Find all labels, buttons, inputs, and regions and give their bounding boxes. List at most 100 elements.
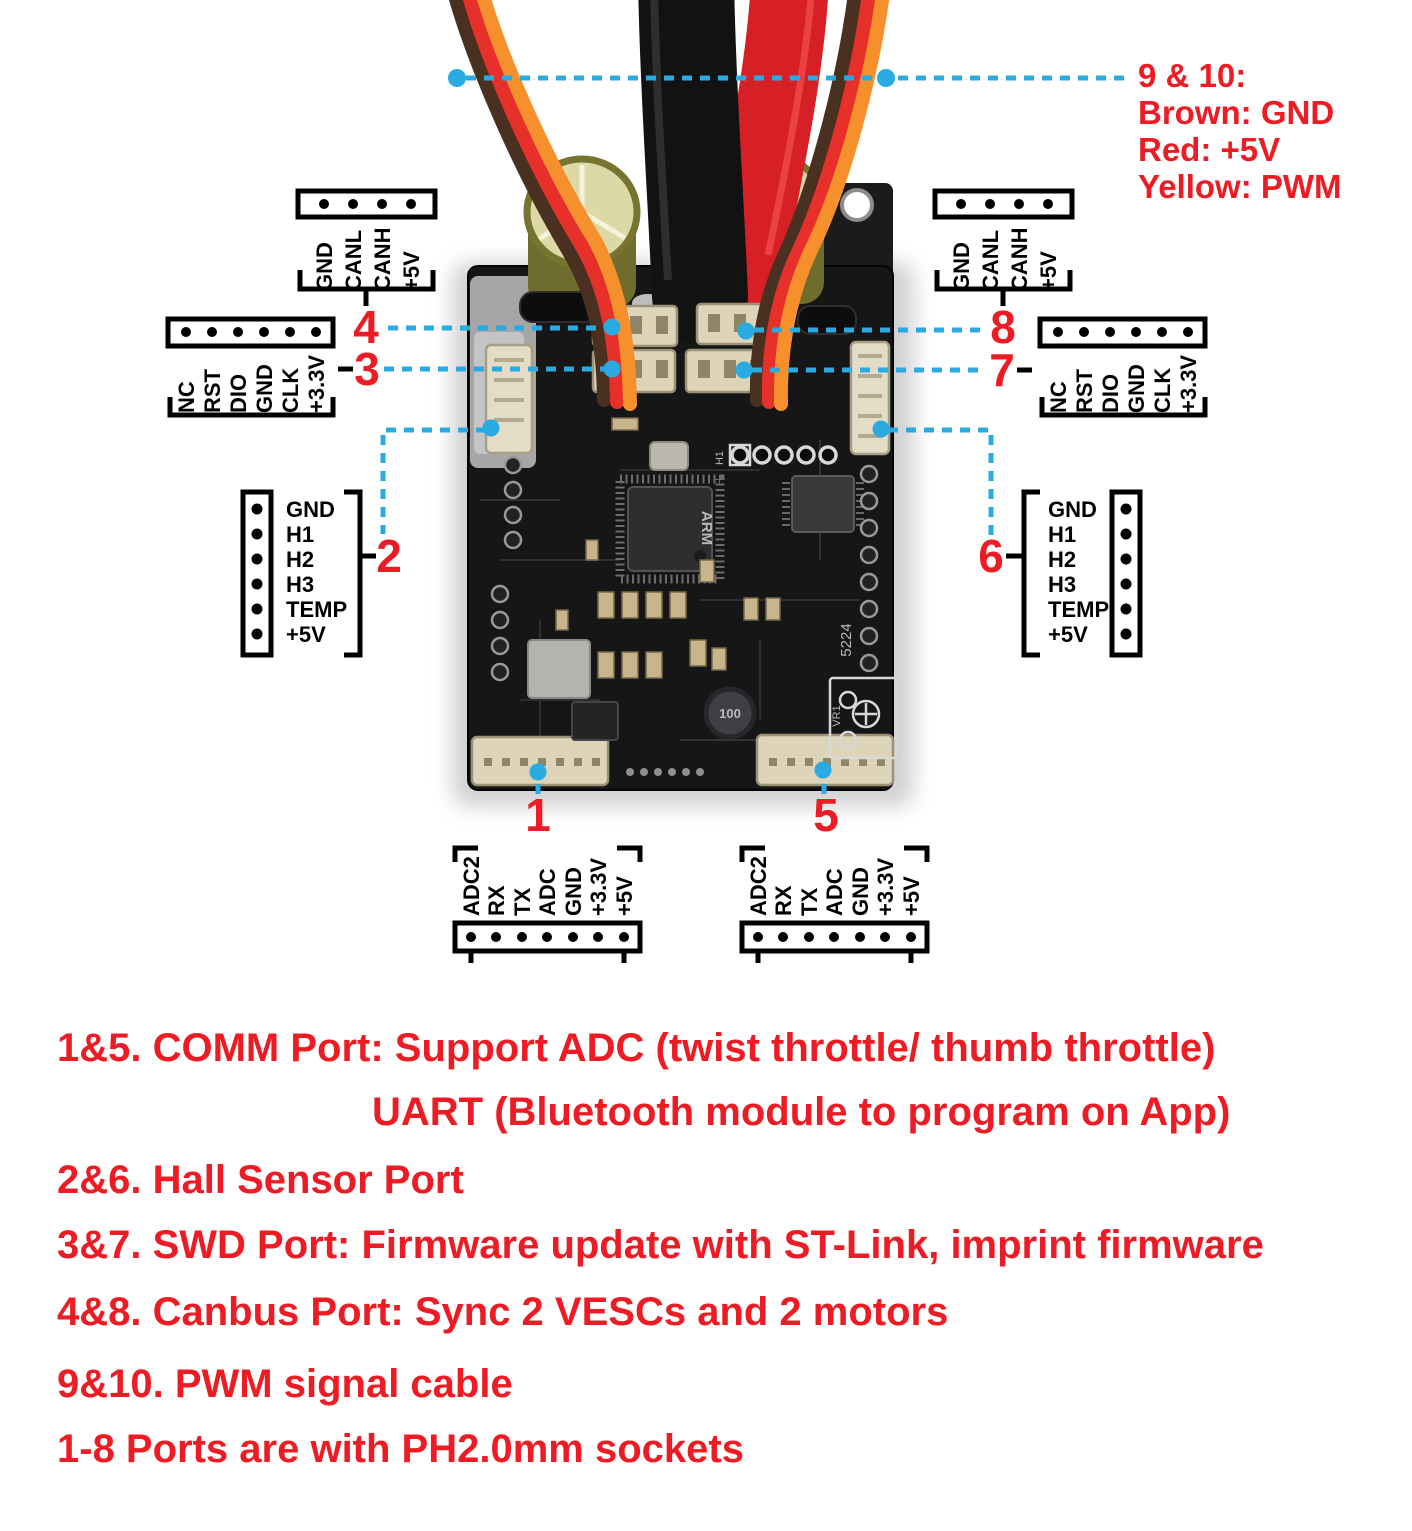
port-3-pinout: NC RST DIO GND CLK +3.3V 3 bbox=[165, 316, 380, 418]
legend-comm-port: 1&5. COMM Port: Support ADC (twist throt… bbox=[57, 1026, 1216, 1070]
pin-label: +5V bbox=[899, 876, 924, 916]
pin-label: GND bbox=[286, 497, 335, 522]
legend-canbus-port: 4&8. Canbus Port: Sync 2 VESCs and 2 mot… bbox=[57, 1290, 949, 1334]
pin-strip bbox=[295, 188, 438, 220]
pin-label: H2 bbox=[1048, 547, 1076, 572]
legend-sockets: 1-8 Ports are with PH2.0mm sockets bbox=[57, 1427, 744, 1471]
port-7-pinout: NC RST DIO GND CLK +3.3V 7 bbox=[989, 316, 1208, 418]
port-number: 6 bbox=[978, 530, 1004, 582]
red-power-cable bbox=[705, 0, 828, 311]
driver-chip bbox=[791, 475, 855, 533]
port-number: 4 bbox=[353, 301, 379, 353]
pin-label: NC bbox=[174, 381, 199, 413]
pin-label: CANL bbox=[978, 230, 1003, 291]
bracket bbox=[1006, 489, 1040, 658]
pin-label: +3.3V bbox=[873, 858, 898, 916]
pin-strip bbox=[165, 316, 336, 349]
port-number: 1 bbox=[525, 789, 551, 841]
pin-label: +5V bbox=[1048, 622, 1088, 647]
port-8-pinout: GND CANL CANH +5V 8 bbox=[932, 188, 1075, 353]
port-number: 2 bbox=[376, 530, 402, 582]
pin-strip bbox=[240, 489, 274, 658]
pin-label: H3 bbox=[1048, 572, 1076, 597]
bracket bbox=[344, 489, 376, 658]
pin-label: CANL bbox=[341, 230, 366, 291]
legend-uart: UART (Bluetooth module to program on App… bbox=[372, 1090, 1231, 1134]
header-holes bbox=[730, 445, 838, 465]
port-number: 5 bbox=[813, 789, 839, 841]
port-number: 7 bbox=[989, 344, 1015, 396]
dot-1 bbox=[529, 763, 547, 781]
trimmer bbox=[828, 676, 898, 760]
pin-label: CANH bbox=[1007, 227, 1032, 291]
mcu-silkscreen: ARM bbox=[698, 511, 715, 545]
port-number: 3 bbox=[354, 343, 380, 395]
dot-7 bbox=[735, 361, 753, 379]
pin-label: H2 bbox=[286, 547, 314, 572]
dot-10 bbox=[877, 69, 895, 87]
dot-9 bbox=[448, 69, 466, 87]
port-number: 8 bbox=[990, 301, 1016, 353]
pin-label: +5V bbox=[399, 251, 424, 291]
trimmer-silkscreen: VR1 bbox=[831, 705, 843, 726]
mcu-pins bbox=[615, 474, 725, 584]
pin-label: DIO bbox=[1098, 374, 1123, 413]
dot-5 bbox=[814, 761, 832, 779]
black-cable-highlight bbox=[650, 0, 672, 281]
pin-label: RX bbox=[484, 885, 509, 916]
driver-chip-pins bbox=[782, 482, 864, 526]
black-power-cable bbox=[638, 0, 748, 344]
bracket bbox=[452, 845, 643, 862]
dot-8 bbox=[737, 322, 755, 340]
pin-label: CLK bbox=[278, 368, 303, 413]
header-pad1 bbox=[728, 443, 752, 467]
pin-label: +3.3V bbox=[1176, 355, 1201, 413]
pin-label: CANH bbox=[370, 227, 395, 291]
pin-label: ADC bbox=[822, 868, 847, 916]
ref-silkscreen: 5224 bbox=[838, 623, 855, 656]
pwm-cable-right bbox=[749, 0, 890, 411]
strip-feet bbox=[755, 951, 914, 963]
oscillator bbox=[649, 441, 689, 471]
hall-socket-right-pins bbox=[858, 354, 882, 438]
pin-label: ADC2 bbox=[459, 856, 484, 916]
pin-label: DIO bbox=[226, 374, 251, 413]
pin-label: H3 bbox=[286, 572, 314, 597]
power-cables bbox=[638, 0, 828, 344]
pin-label: NC bbox=[1046, 381, 1071, 413]
pin-strip bbox=[1109, 489, 1143, 658]
dot-4 bbox=[603, 318, 621, 336]
pin-label: GND bbox=[1048, 497, 1097, 522]
pcb-photo: ARM 100 5224 VR1 H1 bbox=[448, 0, 914, 807]
annotation-lines bbox=[380, 69, 1125, 801]
pin-label: +3.3V bbox=[586, 858, 611, 916]
mcu-dot bbox=[694, 550, 706, 562]
pin-label: RST bbox=[200, 368, 225, 413]
pin-strip bbox=[1037, 316, 1208, 349]
legend-swd-port: 3&7. SWD Port: Firmware update with ST-L… bbox=[57, 1223, 1264, 1267]
port-6-pinout: GND H1 H2 H3 TEMP +5V 6 bbox=[978, 489, 1143, 658]
pin-strip bbox=[452, 920, 643, 954]
passives bbox=[555, 417, 781, 679]
pin-label: GND bbox=[312, 242, 337, 291]
dot-3 bbox=[603, 360, 621, 378]
pin-label: ADC2 bbox=[746, 856, 771, 916]
pin-label: GND bbox=[252, 364, 277, 413]
pad-columns bbox=[490, 455, 879, 682]
pin-label: RX bbox=[771, 885, 796, 916]
pin-label: TEMP bbox=[1048, 597, 1109, 622]
small-ic bbox=[571, 701, 619, 741]
pwm-callout-line: Brown: GND bbox=[1138, 94, 1335, 131]
pin-strip bbox=[932, 188, 1075, 220]
pin-label: +5V bbox=[1036, 251, 1061, 291]
mcu-chip bbox=[627, 486, 713, 572]
inductor-silkscreen: 100 bbox=[719, 706, 741, 721]
pin-label: ADC bbox=[535, 868, 560, 916]
legend-pwm-cable: 9&10. PWM signal cable bbox=[57, 1362, 513, 1406]
bracket bbox=[934, 270, 1073, 306]
pin-label: TX bbox=[797, 888, 822, 916]
legend-hall-port: 2&6. Hall Sensor Port bbox=[57, 1158, 464, 1202]
header-silkscreen: H1 bbox=[714, 451, 726, 465]
